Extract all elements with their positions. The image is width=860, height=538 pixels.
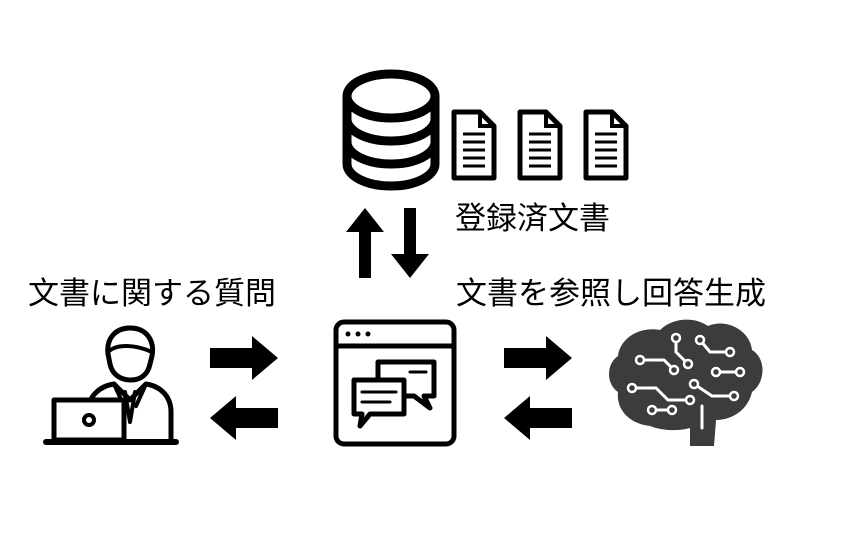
- arrow-right: [210, 336, 278, 380]
- generate-label: 文書を参照し回答生成: [456, 276, 766, 312]
- user-app-arrows: [210, 336, 278, 440]
- document-icon: [517, 109, 563, 181]
- chat-app-window-icon: [333, 319, 457, 447]
- ai-brain-icon: [609, 319, 763, 446]
- question-label: 文書に関する質問: [28, 276, 276, 312]
- arrow-left: [504, 396, 572, 440]
- vertical-arrows: [346, 208, 429, 278]
- document-icon: [583, 109, 629, 181]
- arrow-right: [504, 336, 572, 380]
- documents-label: 登録済文書: [455, 201, 610, 237]
- arrow-down: [391, 208, 429, 278]
- app-ai-arrows: [504, 336, 572, 440]
- arrow-left: [210, 396, 278, 440]
- arrow-up: [346, 208, 384, 278]
- database-icon: [342, 69, 440, 191]
- document-icon: [451, 109, 497, 181]
- user-at-laptop-icon: [43, 325, 179, 445]
- document-icons: [451, 109, 629, 181]
